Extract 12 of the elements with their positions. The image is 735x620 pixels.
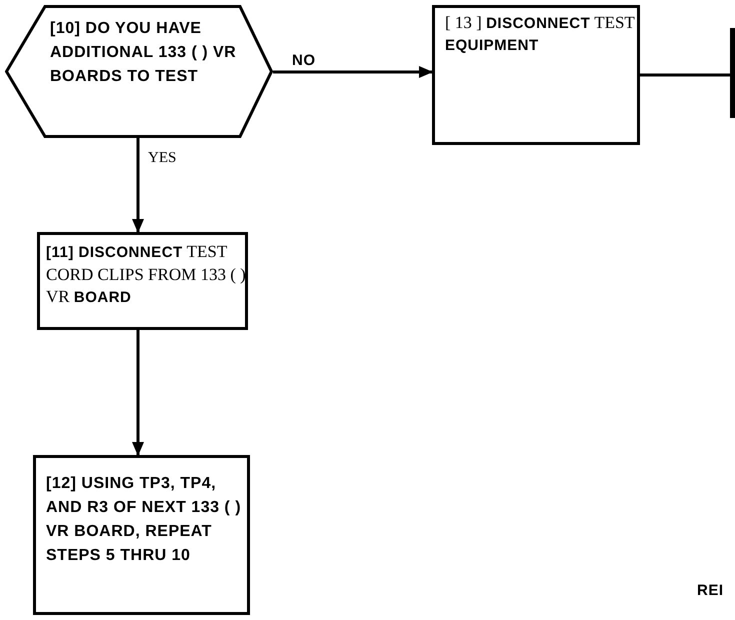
arrow [132, 330, 144, 456]
step-text: [ 13 ] DISCONNECT TEST EQUIPMENT [445, 12, 635, 56]
arrow [132, 138, 144, 233]
terminal-bar [730, 28, 735, 118]
process-box [37, 232, 248, 330]
decision-hexagon [5, 5, 273, 138]
step-text: [10] DO YOU HAVE ADDITIONAL 133 ( ) VR BOARDS TO TEST [50, 19, 238, 87]
step-text: [12] USING TP3, TP4, AND R3 OF NEXT 133 ( ) VR BOARD, REPEAT STEPS 5 THRU 10 [46, 474, 242, 566]
step-text: [11] DISCONNECT TEST CORD CLIPS FROM 133 ( ) VR BOARD [46, 241, 246, 308]
process-box [33, 455, 250, 615]
arrow [273, 66, 433, 78]
process-box [432, 5, 640, 145]
